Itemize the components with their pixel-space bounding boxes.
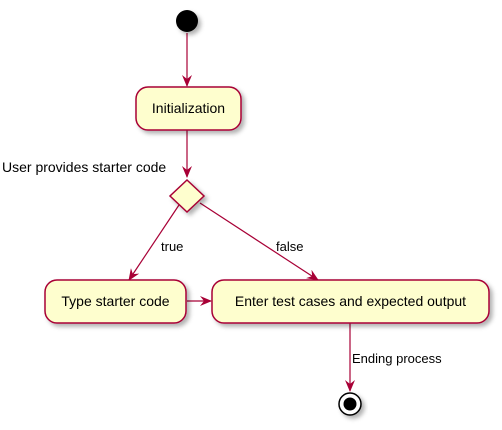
activity-initialization: Initialization <box>135 86 242 131</box>
start-node <box>176 10 198 32</box>
edge-label-ending-process: Ending process <box>352 351 442 366</box>
edges <box>128 33 355 392</box>
edge-decision-to-type-starter <box>128 204 180 281</box>
edge-label-true: true <box>161 239 183 254</box>
decision-label: User provides starter code <box>2 159 166 175</box>
activity-enter-test-cases: Enter test cases and expected output <box>211 279 490 324</box>
activity-enter-test-cases-label: Enter test cases and expected output <box>235 293 466 309</box>
activity-type-starter-code: Type starter code <box>44 279 187 324</box>
decision-node <box>168 178 206 214</box>
edge-label-false: false <box>276 239 303 254</box>
activity-initialization-label: Initialization <box>152 100 225 116</box>
activity-type-starter-code-label: Type starter code <box>61 293 169 309</box>
end-node <box>338 392 362 416</box>
edge-decision-to-enter-tests <box>199 202 319 281</box>
